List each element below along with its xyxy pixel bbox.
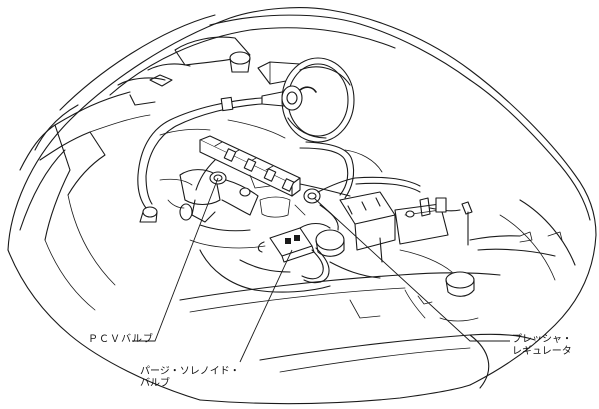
leader-purge xyxy=(239,249,293,363)
leader-lines xyxy=(132,177,510,363)
purge-solenoid-valve-label: パージ・ソレノイド・ バルブ xyxy=(140,366,240,390)
pcv-valve-label: ＰＣＶバルブ xyxy=(88,334,154,346)
brake-booster xyxy=(261,57,355,143)
fuel-rail xyxy=(199,135,351,197)
reservoir-group xyxy=(117,36,303,106)
pressure-regulator-label: プレッシャ・ レギュレータ xyxy=(512,334,572,358)
right-components xyxy=(339,191,563,305)
purge-solenoid-line1: パージ・ソレノイド・ xyxy=(140,366,240,377)
pcv-valve-text: ＰＣＶバルブ xyxy=(88,334,154,345)
vacuum-hose xyxy=(137,96,263,223)
pressure-regulator-line2: レギュレータ xyxy=(512,346,572,357)
leader-pcv xyxy=(132,177,219,342)
pressure-regulator-line1: プレッシャ・ xyxy=(512,334,572,345)
leader-pressure xyxy=(313,197,510,342)
engine-lower xyxy=(159,119,383,293)
purge-solenoid-line2: バルブ xyxy=(140,378,170,389)
purge-solenoid-valve xyxy=(257,222,331,284)
